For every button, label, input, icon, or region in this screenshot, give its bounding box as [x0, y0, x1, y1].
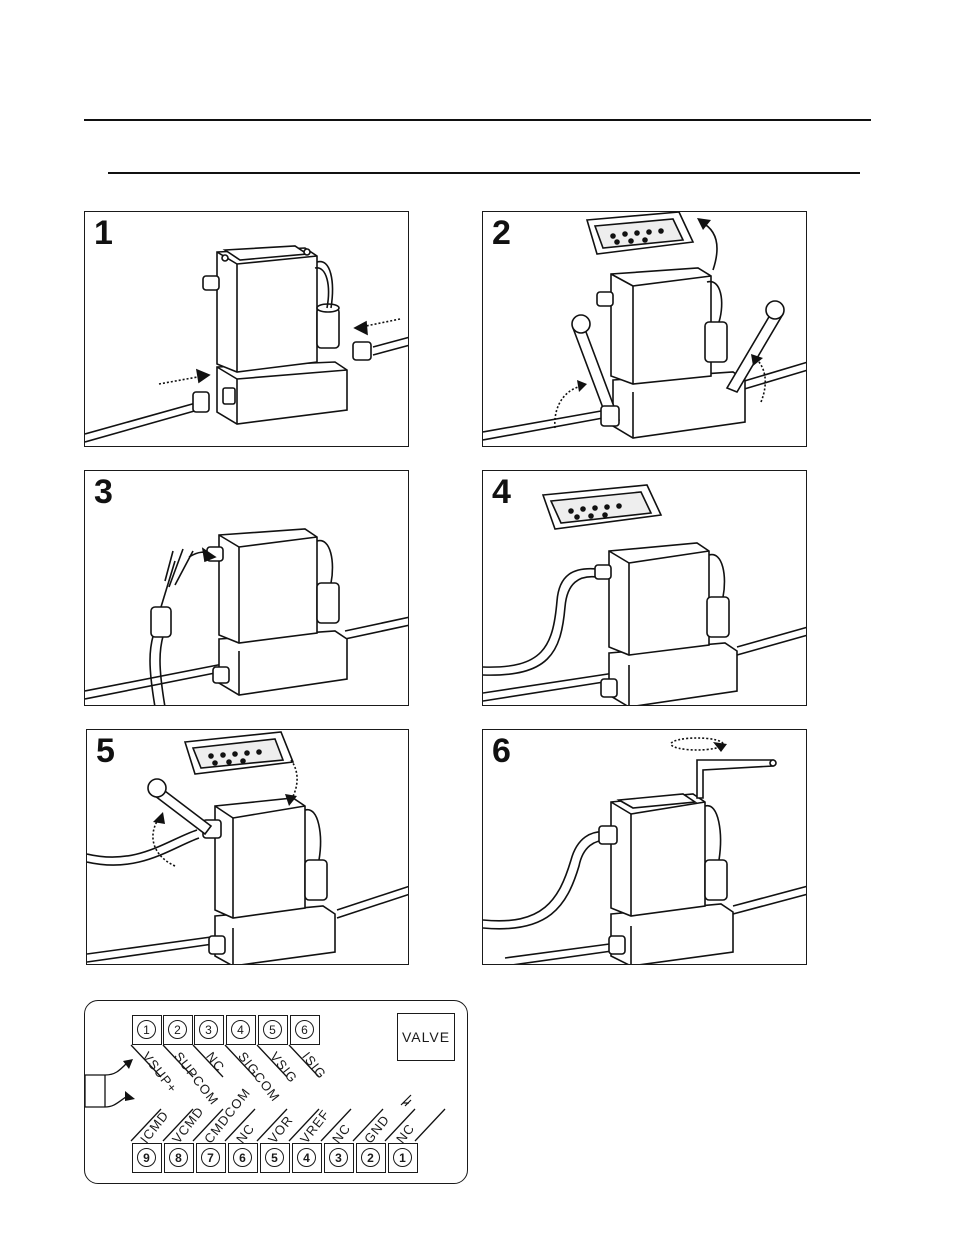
top-pin-cell: 5 [258, 1015, 288, 1045]
step-panel-5: 5 [86, 729, 409, 965]
top-pin-cell: 3 [194, 1015, 224, 1045]
pin-number: 6 [233, 1148, 252, 1167]
ground-icon [400, 1094, 412, 1107]
bottom-pin-cell: 6 [228, 1143, 258, 1173]
header-rule-bottom [108, 172, 860, 174]
pin-number: 2 [168, 1020, 187, 1039]
pin-number: 4 [231, 1020, 250, 1039]
pinout-leader-lines [85, 1044, 446, 1142]
top-pin-cell: 4 [226, 1015, 256, 1045]
pin-number: 8 [169, 1148, 188, 1167]
bottom-pin-cell: 3 [324, 1143, 354, 1173]
top-pin-cell: 1 [132, 1015, 162, 1045]
step-number: 5 [96, 732, 115, 770]
bottom-pin-cell: 8 [164, 1143, 194, 1173]
pin-number: 1 [137, 1020, 156, 1039]
bottom-pin-cell: 1 [388, 1143, 418, 1173]
step-panel-6: 6 [482, 729, 807, 965]
pin-number: 6 [295, 1020, 314, 1039]
pin-number: 4 [297, 1148, 316, 1167]
mass-flow-controller-illustration [483, 737, 806, 964]
mass-flow-controller-illustration [87, 731, 408, 964]
mass-flow-controller-illustration [85, 528, 408, 705]
step-number: 1 [94, 214, 113, 252]
step-number: 3 [94, 473, 113, 511]
pin-number: 1 [393, 1148, 412, 1167]
mass-flow-controller-illustration [483, 212, 806, 441]
valve-label-box: VALVE [397, 1013, 455, 1061]
bottom-pin-cell: 4 [292, 1143, 322, 1173]
step-panel-1: 1 [84, 211, 409, 447]
step-panel-4: 4 [482, 470, 807, 706]
connector-pinout-diagram: 1 2 3 4 5 6 VSUP+ SUPCOM NC SIGCOM VSIG … [84, 1000, 468, 1184]
step-panel-3: 3 [84, 470, 409, 706]
top-pin-cell: 2 [163, 1015, 193, 1045]
valve-label: VALVE [401, 1029, 451, 1045]
pin-number: 2 [361, 1148, 380, 1167]
mass-flow-controller-illustration [483, 484, 806, 705]
bottom-pin-cell: 5 [260, 1143, 290, 1173]
pin-number: 5 [265, 1148, 284, 1167]
mass-flow-controller-illustration [85, 245, 408, 443]
step-panel-2: 2 [482, 211, 807, 447]
step-number: 2 [492, 214, 511, 252]
pin-number: 3 [329, 1148, 348, 1167]
pin-number: 5 [263, 1020, 282, 1039]
bottom-pin-cell: 7 [196, 1143, 226, 1173]
header-rule-top [84, 119, 871, 121]
pin-number: 9 [137, 1148, 156, 1167]
top-pin-cell: 6 [290, 1015, 320, 1045]
step-number: 6 [492, 732, 511, 770]
step-number: 4 [492, 473, 511, 511]
pin-number: 7 [201, 1148, 220, 1167]
bottom-pin-cell: 9 [132, 1143, 162, 1173]
pin-number: 3 [199, 1020, 218, 1039]
bottom-pin-cell: 2 [356, 1143, 386, 1173]
